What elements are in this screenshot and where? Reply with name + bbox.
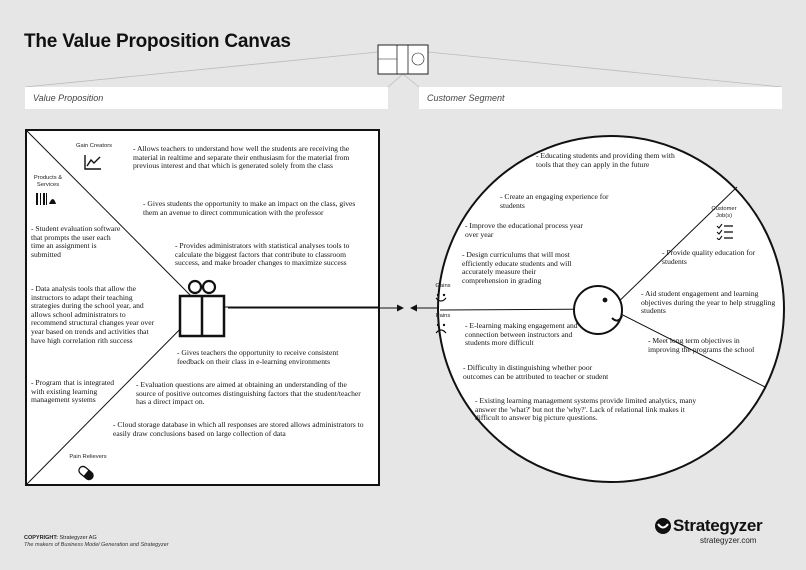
gain-creator-1: - Allows teachers to understand how well… (133, 144, 350, 171)
gain-creator-2: - Gives students the opportunity to make… (143, 199, 356, 217)
gain-3: - Improve the educational process year o… (465, 221, 583, 239)
gain-1: - Educating students and providing them … (536, 151, 675, 169)
product-service-1: - Student evaluation software that promp… (31, 224, 121, 259)
pain-reliever-1: - Gives teachers the opportunity to rece… (177, 348, 339, 366)
customer-job-1: - Provide quality education for students (662, 248, 756, 266)
pill-icon (78, 465, 94, 481)
pain-3: - Existing learning management systems p… (475, 396, 697, 423)
brand-url[interactable]: strategyzer.com (700, 536, 757, 545)
gain-4: - Design curriculums that will most effi… (462, 250, 572, 285)
gift-icon (178, 279, 226, 338)
copyright-label: COPYRIGHT: (24, 535, 58, 541)
smile-icon (435, 293, 447, 302)
pain-reliever-3: - Cloud storage database in which all re… (113, 420, 364, 438)
page-title: The Value Proposition Canvas (24, 31, 291, 52)
top-connector-diagram (24, 44, 783, 88)
pain-reliever-2: - Evaluation questions are aimed at obta… (136, 380, 361, 407)
frown-icon (435, 323, 447, 334)
gains-label: Gains (435, 283, 451, 289)
tagline: The makers of Business Model Generation … (24, 542, 169, 548)
gain-creators-label: Gain Creators (75, 143, 113, 149)
checklist-icon (716, 224, 733, 240)
copyright: COPYRIGHT: Strategyzer AG (24, 535, 97, 541)
value-proposition-band: Value Proposition (25, 87, 388, 109)
customer-jobs-label: Customer Job(s) (711, 206, 737, 219)
customer-segment-band: Customer Segment (419, 87, 782, 109)
pain-relievers-label: Pain Relievers (69, 454, 107, 460)
square-dividers (27, 131, 378, 484)
products-services-icon (36, 193, 56, 205)
products-services-label: Products & Services (33, 175, 63, 188)
pain-1: - E-learning making engagement and conne… (465, 321, 578, 348)
customer-job-3: - Meet long term objectives in improving… (648, 336, 755, 354)
gain-creator-3: - Provides administrators with statistic… (175, 241, 350, 268)
value-proposition-map: Gain Creators - Allows teachers to under… (25, 129, 380, 486)
gain-2: - Create an engaging experience for stud… (500, 192, 609, 210)
pains-label: Pains (435, 313, 451, 319)
pain-2: - Difficulty in distinguishing whether p… (463, 363, 609, 381)
brand-name: Strategyzer (673, 516, 763, 535)
copyright-holder: Strategyzer AG (59, 535, 97, 541)
strategyzer-logo-icon (655, 518, 671, 534)
customer-job-2: - Aid student engagement and learning ob… (641, 289, 776, 316)
product-service-3: - Program that is integrated with existi… (31, 378, 115, 405)
product-service-2: - Data analysis tools that allow the ins… (31, 284, 155, 345)
gain-creators-icon (84, 155, 101, 170)
